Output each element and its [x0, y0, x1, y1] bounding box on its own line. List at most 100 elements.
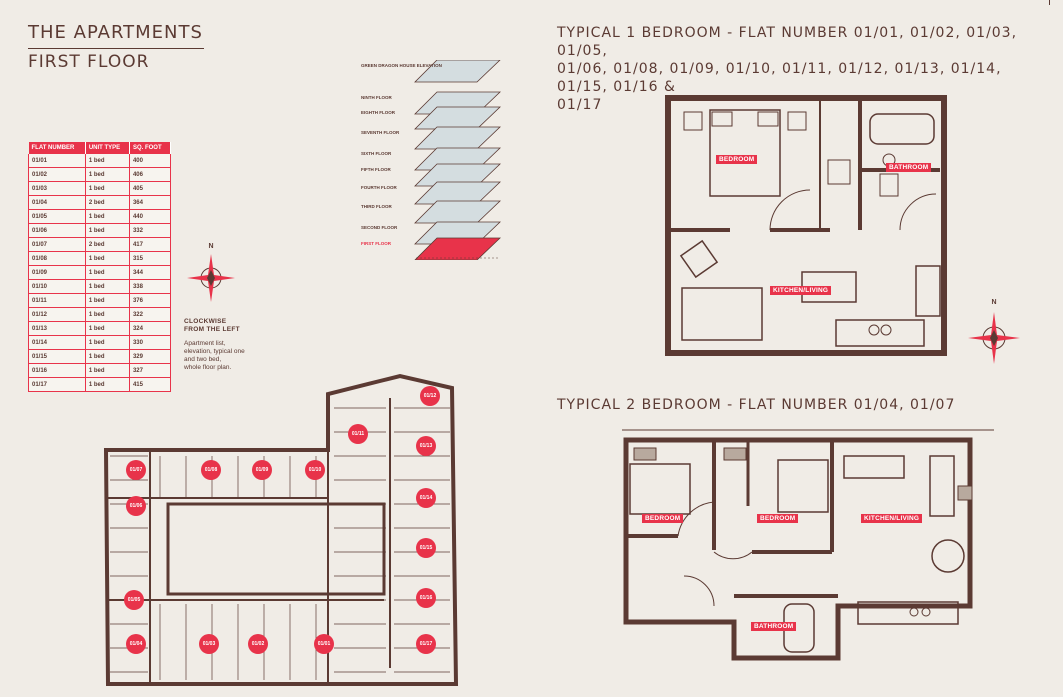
unit-marker: 01/02 — [248, 634, 268, 654]
table-cell: 01/05 — [28, 209, 86, 224]
table-cell: 1 bed — [85, 209, 130, 224]
floor-label: GREEN DRAGON HOUSE ELEVATION — [361, 63, 442, 68]
caption-line: and two bed, — [184, 356, 222, 363]
north-compass-icon: N — [968, 299, 1020, 364]
table-cell: 417 — [129, 237, 172, 252]
room-label-bedroom: BEDROOM — [757, 514, 799, 523]
page-title: THE APARTMENTS — [28, 22, 203, 43]
heading-line: 01/06, 01/08, 01/09, 01/10, 01/11, 01/12… — [557, 61, 1002, 95]
unit-marker: 01/04 — [126, 634, 146, 654]
column-header: SQ. FOOT — [129, 142, 172, 154]
table-cell: 01/03 — [28, 181, 86, 196]
floor-label: FIRST FLOOR — [361, 241, 391, 246]
table-cell: 1 bed — [85, 335, 130, 350]
table-cell: 1 bed — [85, 154, 130, 168]
table-cell: 1 bed — [85, 321, 130, 336]
table-cell: 330 — [129, 335, 172, 350]
table-cell: 440 — [129, 209, 172, 224]
floor-label: FIFTH FLOOR — [361, 167, 391, 172]
table-cell: 01/13 — [28, 321, 86, 336]
table-cell: 322 — [129, 307, 172, 322]
table-cell: 01/04 — [28, 195, 86, 210]
corner-mark — [1049, 0, 1055, 5]
table-cell: 2 bed — [85, 237, 130, 252]
unit-marker: 01/03 — [199, 634, 219, 654]
table-header-row: FLAT NUMBER UNIT TYPE SQ. FOOT — [28, 142, 172, 154]
two-bed-floorplan — [622, 429, 994, 661]
table-cell: 1 bed — [85, 293, 130, 308]
column-header: UNIT TYPE — [85, 142, 130, 154]
table-cell: 324 — [129, 321, 172, 336]
table-cell: 315 — [129, 251, 172, 266]
table-cell: 01/01 — [28, 154, 86, 168]
compass-north-label: N — [991, 299, 996, 306]
table-cell: 01/12 — [28, 307, 86, 322]
column-header: FLAT NUMBER — [28, 142, 86, 154]
table-cell: 1 bed — [85, 265, 130, 280]
elevation-diagram — [414, 60, 501, 260]
caption-title-2: FROM THE LEFT — [184, 326, 240, 333]
table-cell: 327 — [129, 363, 172, 378]
caption-line: elevation, typical one — [184, 348, 245, 355]
unit-marker: 01/11 — [348, 424, 368, 444]
table-cell: 332 — [129, 223, 172, 238]
table-cell: 01/15 — [28, 349, 86, 364]
floor-label: SIXTH FLOOR — [361, 151, 392, 156]
caption-line: Apartment list, — [184, 340, 226, 347]
room-label-kitchen: KITCHEN/LIVING — [770, 286, 832, 295]
floor-slab — [414, 126, 501, 150]
table-cell: 2 bed — [85, 195, 130, 210]
unit-marker: 01/07 — [126, 460, 146, 480]
table-cell: 406 — [129, 167, 172, 182]
table-cell: 01/17 — [28, 377, 86, 392]
floor-label: FOURTH FLOOR — [361, 185, 397, 190]
two-bed-heading: TYPICAL 2 BEDROOM - FLAT NUMBER 01/04, 0… — [557, 397, 956, 413]
table-cell: 1 bed — [85, 377, 130, 392]
unit-marker: 01/14 — [416, 488, 436, 508]
unit-marker: 01/16 — [416, 588, 436, 608]
heading-line: 01/17 — [557, 97, 603, 113]
table-cell: 338 — [129, 279, 172, 294]
unit-marker: 01/13 — [416, 436, 436, 456]
north-compass-icon: N — [187, 243, 235, 302]
unit-marker: 01/09 — [252, 460, 272, 480]
floor-label: SEVENTH FLOOR — [361, 130, 400, 135]
one-bed-heading: TYPICAL 1 BEDROOM - FLAT NUMBER 01/01, 0… — [557, 24, 1057, 114]
unit-marker: 01/05 — [124, 590, 144, 610]
table-cell: 01/16 — [28, 363, 86, 378]
table-cell: 01/06 — [28, 223, 86, 238]
table-cell: 1 bed — [85, 223, 130, 238]
floor-slab — [414, 237, 501, 260]
floor-label: SECOND FLOOR — [361, 225, 398, 230]
table-cell: 400 — [129, 154, 172, 168]
compass-north-label: N — [208, 243, 213, 250]
table-cell: 405 — [129, 181, 172, 196]
floor-label: EIGHTH FLOOR — [361, 110, 395, 115]
room-label-bedroom: BEDROOM — [642, 514, 684, 523]
table-cell: 01/07 — [28, 237, 86, 252]
table-cell: 1 bed — [85, 307, 130, 322]
table-cell: 376 — [129, 293, 172, 308]
table-cell: 01/09 — [28, 265, 86, 280]
table-cell: 01/02 — [28, 167, 86, 182]
table-cell: 1 bed — [85, 349, 130, 364]
unit-marker: 01/12 — [420, 386, 440, 406]
table-cell: 364 — [129, 195, 172, 210]
table-cell: 1 bed — [85, 167, 130, 182]
